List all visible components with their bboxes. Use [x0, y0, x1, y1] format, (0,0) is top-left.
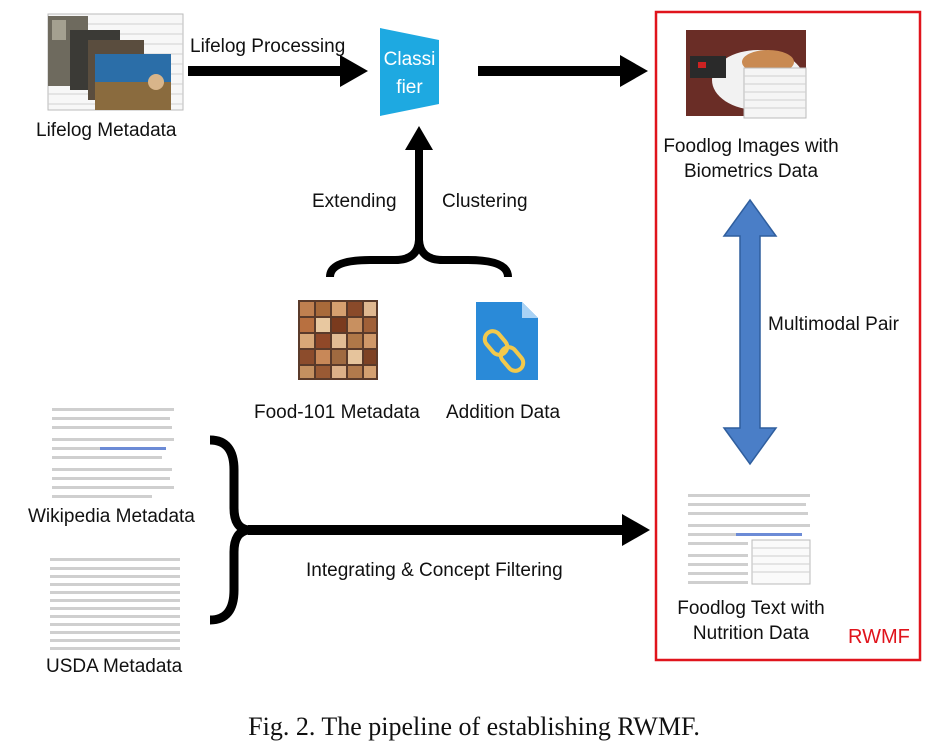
arrow-lifelog-to-classifier: [188, 55, 368, 87]
multimodal-pair-label: Multimodal Pair: [768, 314, 899, 335]
wikipedia-metadata-label: Wikipedia Metadata: [28, 506, 195, 527]
food101-metadata-label: Food-101 Metadata: [254, 402, 420, 423]
rwmf-label: RWMF: [848, 626, 910, 648]
foodlog-text-snippet: [688, 494, 811, 585]
brace-and-arrow-to-classifier: [326, 126, 512, 278]
usda-snippet: [50, 558, 180, 650]
food101-mosaic: [298, 300, 378, 380]
foodlog-images-label-line1: Foodlog Images with: [663, 136, 839, 157]
link-document-icon: [476, 302, 538, 380]
lifelog-metadata-label: Lifelog Metadata: [36, 120, 177, 141]
clustering-label: Clustering: [442, 191, 528, 212]
foodlog-images-label-line2: Biometrics Data: [683, 161, 819, 182]
classifier-label-line1: Classi: [383, 49, 436, 70]
usda-metadata-label: USDA Metadata: [46, 656, 183, 677]
multimodal-double-arrow: [722, 198, 778, 466]
extending-label: Extending: [312, 191, 397, 212]
integrating-label: Integrating & Concept Filtering: [306, 560, 563, 581]
foodlog-images: [686, 30, 807, 119]
lifelog-metadata-image: [47, 13, 184, 111]
brace-and-arrow-to-foodlog-text: [209, 435, 650, 625]
foodlog-text-label-line1: Foodlog Text with: [677, 598, 825, 619]
foodlog-text-label-line2: Nutrition Data: [692, 623, 810, 644]
classifier-node: [380, 28, 439, 116]
lifelog-processing-label: Lifelog Processing: [190, 36, 346, 57]
figure-caption: Fig. 2. The pipeline of establishing RWM…: [248, 712, 700, 741]
addition-data-label: Addition Data: [446, 402, 561, 423]
rwmf-frame: [654, 10, 922, 662]
wikipedia-snippet: [52, 408, 174, 498]
arrow-classifier-to-foodlog: [478, 55, 648, 87]
classifier-label-line2: fier: [396, 77, 423, 98]
